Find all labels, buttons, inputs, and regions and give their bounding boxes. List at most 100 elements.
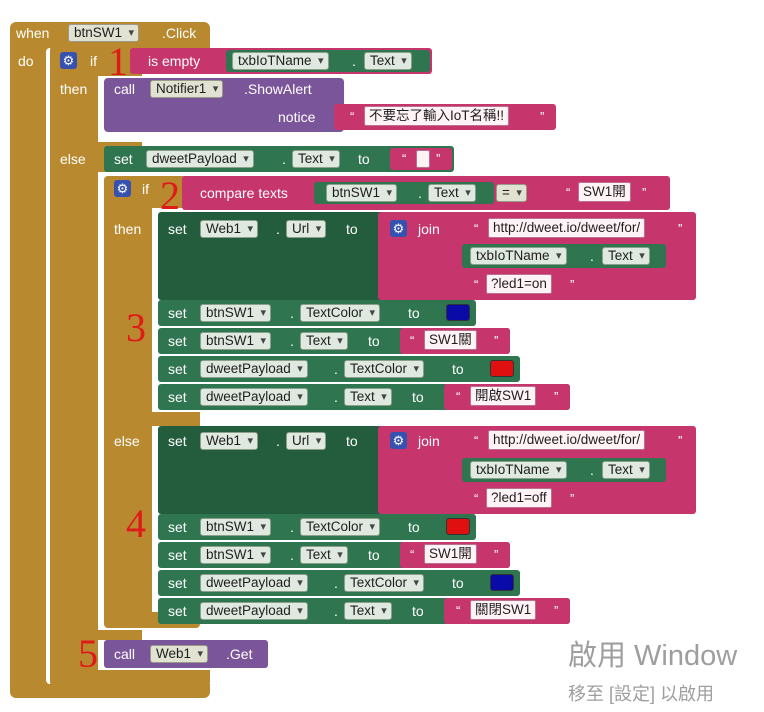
then-row4-property-dropdown[interactable]: Text	[344, 388, 392, 406]
then-row3-property-dropdown[interactable]: TextColor	[344, 360, 425, 378]
then-query-text[interactable]: ?led1=on	[486, 274, 552, 294]
else-url-property-dropdown[interactable]: Url	[286, 432, 327, 450]
annotation-5: 5	[78, 631, 98, 676]
else-join-gear-icon[interactable]: ⚙	[390, 432, 407, 449]
if1-then-label: then	[60, 81, 88, 97]
close-quote: ”	[436, 151, 441, 166]
dot-label: .	[334, 389, 338, 405]
dot-label: .	[590, 462, 594, 478]
else-row2-property-dropdown[interactable]: Text	[300, 546, 348, 564]
compare-operator-dropdown[interactable]: =	[496, 184, 527, 202]
close-quote: ”	[678, 221, 683, 236]
dot-label: .	[276, 433, 280, 449]
then-name-property-dropdown[interactable]: Text	[602, 247, 650, 265]
is-empty-property-dropdown[interactable]: Text	[364, 52, 412, 70]
else-row1-color-swatch[interactable]	[446, 518, 470, 535]
set-label: set	[168, 361, 187, 377]
event-component-dropdown[interactable]: btnSW1	[68, 24, 140, 42]
open-quote: “	[474, 433, 479, 448]
then-row3-component-dropdown[interactable]: dweetPayload	[200, 360, 308, 378]
dot-label: .	[282, 151, 286, 167]
if2-mutator-gear-icon[interactable]: ⚙	[114, 180, 131, 197]
then-row2-text-value[interactable]: SW1關	[424, 330, 477, 350]
set-label: set	[168, 547, 187, 563]
set-label: set	[168, 433, 187, 449]
then-set-web1-url-block[interactable]	[158, 212, 384, 300]
then-name-component-dropdown[interactable]: txbIoTName	[470, 247, 567, 265]
open-quote: “	[456, 603, 461, 618]
compare-component-dropdown[interactable]: btnSW1	[326, 184, 398, 202]
close-quote: ”	[554, 389, 559, 404]
then-row1-color-swatch[interactable]	[446, 304, 470, 321]
set-label: set	[168, 305, 187, 321]
to-label: to	[452, 575, 464, 591]
set-dweet-component-dropdown[interactable]: dweetPayload	[146, 150, 254, 168]
to-label: to	[346, 433, 358, 449]
close-quote: ”	[494, 333, 499, 348]
empty-text-value[interactable]	[416, 150, 430, 168]
compare-value-text[interactable]: SW1開	[578, 182, 631, 202]
to-label: to	[346, 221, 358, 237]
join-label: join	[418, 221, 440, 237]
else-row1-property-dropdown[interactable]: TextColor	[300, 518, 381, 536]
then-row3-color-swatch[interactable]	[490, 360, 514, 377]
set-dweet-property-dropdown[interactable]: Text	[292, 150, 340, 168]
alert-message-text[interactable]: 不要忘了輸入IoT名稱!!	[364, 106, 510, 126]
close-quote: ”	[540, 109, 545, 124]
then-row1-component-dropdown[interactable]: btnSW1	[200, 304, 272, 322]
compare-property-dropdown[interactable]: Text	[428, 184, 476, 202]
annotation-3: 3	[126, 305, 146, 350]
then-url-property-dropdown[interactable]: Url	[286, 220, 327, 238]
get-component-dropdown[interactable]: Web1	[150, 645, 209, 663]
else-row2-text-value[interactable]: SW1開	[424, 544, 477, 564]
if1-mutator-gear-icon[interactable]: ⚙	[60, 52, 77, 69]
open-quote: “	[474, 491, 479, 506]
if2-else-label: else	[114, 433, 140, 449]
set-label: set	[168, 519, 187, 535]
else-row4-text-value[interactable]: 關閉SW1	[470, 600, 537, 620]
dot-label: .	[590, 248, 594, 264]
activation-watermark-subtitle: 移至 [設定] 以啟用	[568, 684, 715, 704]
then-web1-component-dropdown[interactable]: Web1	[200, 220, 259, 238]
event-name-label: .Click	[162, 25, 197, 41]
open-quote: “	[474, 277, 479, 292]
notifier-component-dropdown[interactable]: Notifier1	[150, 80, 224, 98]
then-row1-property-dropdown[interactable]: TextColor	[300, 304, 381, 322]
dot-label: .	[290, 333, 294, 349]
call-notifier-showalert-block[interactable]	[104, 78, 344, 132]
open-quote: “	[456, 389, 461, 404]
to-label: to	[358, 151, 370, 167]
to-label: to	[368, 333, 380, 349]
then-row2-property-dropdown[interactable]: Text	[300, 332, 348, 350]
then-row4-component-dropdown[interactable]: dweetPayload	[200, 388, 308, 406]
then-row2-component-dropdown[interactable]: btnSW1	[200, 332, 272, 350]
else-set-web1-url-block[interactable]	[158, 426, 384, 514]
show-alert-method-label: .ShowAlert	[244, 81, 312, 97]
else-name-property-dropdown[interactable]: Text	[602, 461, 650, 479]
else-web1-component-dropdown[interactable]: Web1	[200, 432, 259, 450]
else-row2-component-dropdown[interactable]: btnSW1	[200, 546, 272, 564]
then-row4-text-value[interactable]: 開啟SW1	[470, 386, 537, 406]
else-query-text[interactable]: ?led1=off	[486, 488, 552, 508]
if1-if-label: if	[90, 53, 97, 69]
then-join-gear-icon[interactable]: ⚙	[390, 220, 407, 237]
then-url-text[interactable]: http://dweet.io/dweet/for/	[488, 218, 646, 238]
else-row3-component-dropdown[interactable]: dweetPayload	[200, 574, 308, 592]
dot-label: .	[334, 603, 338, 619]
else-name-component-dropdown[interactable]: txbIoTName	[470, 461, 567, 479]
to-label: to	[412, 389, 424, 405]
compare-texts-label: compare texts	[200, 185, 288, 201]
set-label: set	[114, 151, 133, 167]
is-empty-label: is empty	[148, 53, 201, 69]
else-row1-component-dropdown[interactable]: btnSW1	[200, 518, 272, 536]
dot-label: .	[334, 575, 338, 591]
dot-label: .	[290, 547, 294, 563]
else-url-text[interactable]: http://dweet.io/dweet/for/	[488, 430, 646, 450]
is-empty-component-dropdown[interactable]: txbIoTName	[232, 52, 329, 70]
else-row3-color-swatch[interactable]	[490, 574, 514, 591]
else-row4-component-dropdown[interactable]: dweetPayload	[200, 602, 308, 620]
open-quote: “	[350, 109, 355, 124]
call-label: call	[114, 81, 136, 97]
else-row3-property-dropdown[interactable]: TextColor	[344, 574, 425, 592]
else-row4-property-dropdown[interactable]: Text	[344, 602, 392, 620]
